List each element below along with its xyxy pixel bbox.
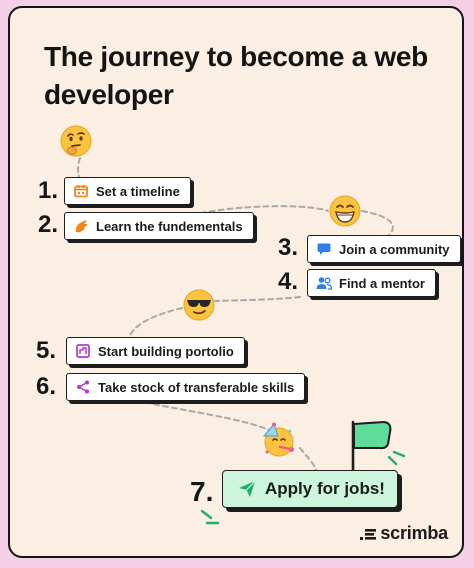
journey-path <box>77 157 406 525</box>
chat-bubble-icon <box>316 241 332 257</box>
hand-wave-icon <box>73 218 89 234</box>
sparkle-lines-icon <box>200 450 406 525</box>
party-face-emoji <box>262 422 295 457</box>
step-2-learn-the-fundementals: Learn the fundementals <box>64 212 254 240</box>
step-5-number: 5. <box>36 337 57 364</box>
grinning-face-emoji <box>329 195 361 227</box>
people-icon <box>316 275 332 291</box>
step-2-label: Learn the fundementals <box>96 218 243 234</box>
step-3-join-a-community: Join a community <box>307 235 461 263</box>
step-4-find-a-mentor: Find a mentor <box>307 269 436 297</box>
step-6-take-stock-of-transferable-skills: Take stock of transferable skills <box>66 373 306 401</box>
green-flag-icon <box>351 420 392 476</box>
step-1-label: Set a timeline <box>96 183 180 199</box>
thinking-face-emoji <box>60 125 92 157</box>
step-5-start-building-portolio: Start building portolio <box>66 337 245 365</box>
portfolio-icon <box>75 343 91 359</box>
sunglasses-face-emoji <box>183 289 215 321</box>
step-7-label: Apply for jobs! <box>265 479 385 498</box>
brand-name: scrimba <box>380 523 448 543</box>
step-7-number: 7. <box>190 476 214 507</box>
step-6-label: Take stock of transferable skills <box>98 379 295 395</box>
step-2-number: 2. <box>38 211 59 238</box>
scrimba-logo-icon <box>360 528 377 540</box>
infographic-card: The journey to become a web developer <box>8 6 464 558</box>
scrimba-logo: scrimba <box>360 523 448 544</box>
step-3-number: 3. <box>278 234 299 261</box>
step-1-number: 1. <box>38 177 59 204</box>
step-6-number: 6. <box>36 373 57 400</box>
calendar-icon <box>73 183 89 199</box>
step-4-label: Find a mentor <box>339 275 425 291</box>
step-3-label: Join a community <box>339 241 450 257</box>
step-5-label: Start building portolio <box>98 343 234 359</box>
page-title: The journey to become a web developer <box>44 41 428 110</box>
step-4-number: 4. <box>278 268 299 295</box>
step-7-apply-for-jobs: Apply for jobs! <box>222 470 398 508</box>
step-1-set-a-timeline: Set a timeline <box>64 177 191 205</box>
share-icon <box>75 379 91 395</box>
paper-plane-icon <box>237 479 257 499</box>
